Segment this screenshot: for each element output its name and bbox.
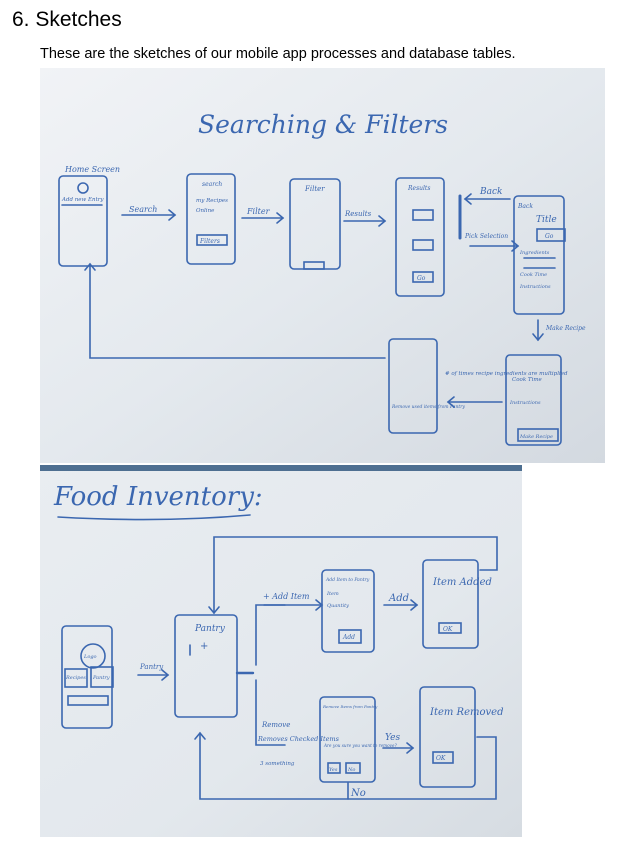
detail-title-label: Title bbox=[536, 215, 557, 225]
add-quantity-field-label: Quantity bbox=[327, 603, 349, 609]
detail-back-label: Back bbox=[517, 203, 533, 210]
home-logo-label: Logo bbox=[83, 654, 97, 660]
remove-screen-title: Remove Items from Pantry bbox=[322, 704, 378, 709]
home-add-label: Add new Entry bbox=[61, 197, 104, 203]
yes-button-label: Yes bbox=[329, 767, 338, 773]
add-arrow-label: Add bbox=[388, 593, 409, 604]
home-screen-label: Home Screen bbox=[64, 165, 120, 174]
detail-ingredients-label: Ingredients bbox=[519, 250, 550, 256]
whiteboard-photo-search: Searching & Filters Home Screen Add new … bbox=[40, 68, 605, 463]
remove-example-label: 3 something bbox=[260, 761, 295, 767]
filters-button-label: Filters bbox=[199, 238, 220, 245]
pantry-screen-title: Pantry bbox=[194, 624, 226, 634]
remove-checked-label: Removes Checked Items bbox=[257, 735, 340, 743]
ok-button-label: OK bbox=[443, 626, 453, 633]
times-note-label: # of times recipe ingredients are multip… bbox=[445, 371, 568, 377]
sketch-title-search: Searching & Filters bbox=[198, 110, 448, 139]
remove-confirm-label: Are you sure you want to remove? bbox=[323, 743, 397, 748]
detail-go-label: Go bbox=[545, 233, 554, 240]
yes-arrow-label: Yes bbox=[385, 733, 400, 743]
results-go-label: Go bbox=[417, 275, 426, 282]
ok-button2-label: OK bbox=[436, 755, 446, 762]
sketch-title-inventory: Food Inventory: bbox=[53, 482, 263, 512]
add-item-field-label: Item bbox=[326, 591, 339, 597]
filter-screen-title: Filter bbox=[304, 185, 325, 193]
section-description: These are the sketches of our mobile app… bbox=[40, 46, 516, 62]
item-removed-text: Item Removed bbox=[429, 707, 503, 718]
results-screen-title: Results bbox=[407, 185, 430, 192]
no-button-label: No bbox=[347, 767, 355, 773]
home-pantry-label: Pantry bbox=[92, 675, 110, 681]
remove-label: Remove bbox=[261, 721, 290, 729]
detail-cook-time-label: Cook Time bbox=[520, 272, 547, 278]
make-recipe-button-label: Make Recipe bbox=[519, 434, 553, 440]
filter-arrow-label: Filter bbox=[246, 207, 271, 216]
add-button-label: Add bbox=[342, 634, 355, 641]
detail-instructions-label: Instructions bbox=[519, 284, 551, 290]
remove-items-note: Remove used items from Pantry bbox=[391, 404, 465, 410]
pick-selection-label: Pick Selection bbox=[464, 233, 508, 240]
confirm-instructions-label: Instructions bbox=[509, 400, 541, 406]
search-screen-title: search bbox=[202, 181, 222, 188]
results-arrow-label: Results bbox=[344, 210, 372, 218]
confirm-cook-time-label: Cook Time bbox=[512, 377, 543, 383]
search-arrow-label: Search bbox=[129, 205, 157, 214]
item-added-text: Item Added bbox=[432, 577, 492, 588]
make-recipe-arrow-label: Make Recipe bbox=[545, 325, 586, 332]
pantry-plus-label: + bbox=[200, 641, 208, 652]
back-arrow-label: Back bbox=[479, 187, 502, 197]
option-online: Online bbox=[196, 208, 215, 214]
add-screen-title: Add Item to Pantry bbox=[325, 577, 370, 583]
home-recipes-label: Recipes bbox=[65, 675, 86, 681]
section-heading: 6. Sketches bbox=[12, 8, 122, 31]
whiteboard-photo-inventory: Food Inventory: Logo Recipes Pantry Pant… bbox=[40, 465, 522, 837]
no-label: No bbox=[350, 788, 366, 799]
add-item-arrow-label: + Add Item bbox=[263, 592, 310, 601]
pantry-arrow-label: Pantry bbox=[139, 663, 164, 671]
option-my-recipes: my Recipes bbox=[196, 198, 228, 204]
